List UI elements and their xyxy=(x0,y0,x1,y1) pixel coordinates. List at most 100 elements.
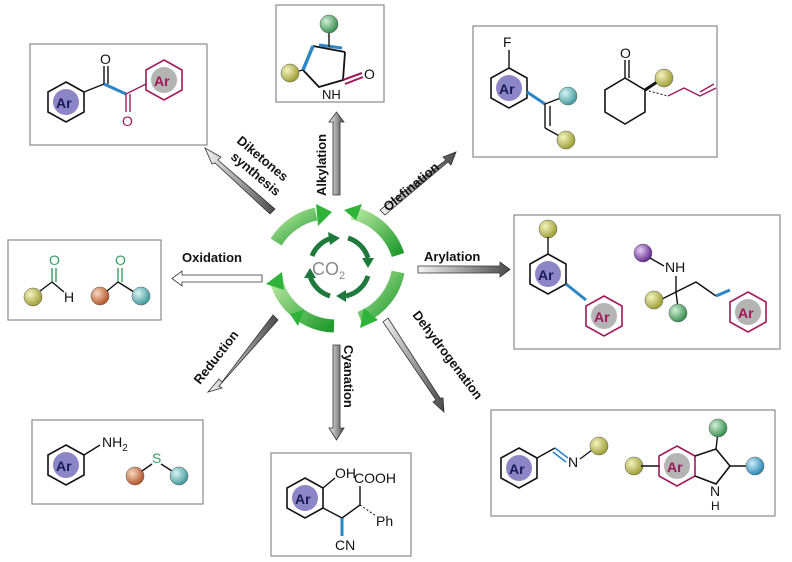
h-bond xyxy=(51,281,65,293)
box-frame xyxy=(513,214,781,350)
blue-bond-2 xyxy=(715,288,731,298)
ar-label-lower: Ar xyxy=(594,309,610,325)
substituent-olive xyxy=(538,219,558,239)
substituent-olive xyxy=(280,63,300,83)
label-oxidation: Oxidation xyxy=(182,250,242,265)
allyl-double xyxy=(699,83,715,93)
atom-oxygen-1: O xyxy=(100,51,111,67)
substituent-teal xyxy=(131,286,151,306)
ar-disc-imine xyxy=(506,455,532,481)
label-arylation: Arylation xyxy=(424,249,480,264)
outer-arc-sw-head xyxy=(266,272,284,290)
arrow-oxidation xyxy=(171,270,263,287)
label-reduction: Reduction xyxy=(191,327,242,386)
atom-oxygen-2: O xyxy=(122,113,133,129)
bond-2 xyxy=(125,83,147,95)
ar-disc xyxy=(53,452,79,478)
box-diketones: Ar O O Ar xyxy=(29,43,208,146)
ph-hashed xyxy=(359,504,377,517)
ar-label-imine: Ar xyxy=(509,461,525,477)
ar-label-right: Ar xyxy=(154,73,170,89)
box-frame xyxy=(7,239,162,321)
ar-label-indole: Ar xyxy=(667,459,683,475)
inner-arc-4-head xyxy=(304,268,316,278)
label-dehydrogenation: Dehydrogenation xyxy=(410,308,486,402)
co2-label: CO2 xyxy=(312,259,345,282)
outer-arc-se-head xyxy=(360,308,378,328)
ar-label-right: Ar xyxy=(738,305,754,321)
box-reduction: Ar NH2 S xyxy=(31,419,204,505)
atom-oxygen-2: O xyxy=(115,252,126,268)
teal-bond xyxy=(117,281,135,293)
blue-bond xyxy=(565,282,587,302)
outer-arc-ne xyxy=(350,206,405,258)
outer-arc-ne-head xyxy=(344,204,362,220)
cn-double-2 xyxy=(552,451,567,463)
arrow-dehydrogenation xyxy=(382,317,445,413)
substituent-olive xyxy=(556,130,576,150)
atom-oxygen: O xyxy=(620,45,631,61)
ar-disc-right xyxy=(735,299,761,325)
ar-disc-upper xyxy=(535,261,561,287)
inner-arc-1 xyxy=(309,235,333,258)
ar-disc-left xyxy=(53,89,79,115)
arrow-arylation xyxy=(417,261,511,278)
atom-oxygen: O xyxy=(364,66,375,82)
hexagon-right xyxy=(729,291,767,333)
atom-nh2: NH2 xyxy=(102,434,128,454)
ch-bond xyxy=(536,447,556,459)
atom-cn: CN xyxy=(335,537,355,553)
arrow-alkylation xyxy=(328,111,345,196)
label-alkylation: Alkylation xyxy=(314,134,329,196)
ch-bond xyxy=(322,507,343,519)
inner-arc-3 xyxy=(345,275,371,299)
substituent-olive-2 xyxy=(644,290,664,310)
ar-disc xyxy=(292,485,318,511)
substituent-cyan xyxy=(745,456,765,476)
ar-disc-lower xyxy=(591,303,617,329)
outer-arc-nw xyxy=(270,207,318,246)
ar-label-left: Ar xyxy=(56,95,72,111)
atom-nh: NH xyxy=(665,259,685,275)
substituent-orange xyxy=(125,466,145,486)
inner-arc-1-head xyxy=(328,232,340,245)
cn-double-1 xyxy=(554,447,569,459)
co-bond-2 xyxy=(344,76,364,85)
box-cyanation: Ar OH CN COOH Ph xyxy=(270,452,412,557)
aldehyde-bond xyxy=(39,281,53,292)
substituent-teal xyxy=(558,86,578,106)
atom-indole-n: N xyxy=(710,483,720,499)
atom-cooh: COOH xyxy=(354,470,396,486)
inner-arc-3-head xyxy=(336,290,346,302)
allyl-chain xyxy=(667,87,717,97)
blue-bond xyxy=(103,82,127,96)
ketone-bond xyxy=(106,281,119,292)
arrow-reduction xyxy=(206,314,279,393)
label-cyanation: Cyanation xyxy=(341,345,356,408)
substituent-olive xyxy=(23,287,43,307)
substituent-green xyxy=(668,303,688,323)
substituent-orange xyxy=(90,286,110,306)
ar-label: Ar xyxy=(499,81,515,97)
atom-oh: OH xyxy=(335,465,356,481)
n-bond xyxy=(83,444,101,456)
inner-arc-4 xyxy=(307,275,331,299)
substituent-green xyxy=(319,14,339,34)
ar-label-upper: Ar xyxy=(538,267,554,283)
hexagon-lower xyxy=(585,295,623,337)
ring-top-bond xyxy=(312,45,346,53)
ar-disc-right xyxy=(151,67,177,93)
c-c-bond xyxy=(341,504,361,519)
inner-arc-2 xyxy=(347,235,371,259)
hexagon xyxy=(490,67,528,109)
atom-nitrogen: N xyxy=(568,454,578,470)
blue-bond-2 xyxy=(318,43,343,50)
ar-label: Ar xyxy=(56,458,72,474)
s-bond-1 xyxy=(141,463,153,472)
oh-bond xyxy=(322,477,336,489)
reaction-arrows xyxy=(171,111,511,441)
outer-arc-sw xyxy=(269,278,335,333)
substituent-green xyxy=(708,418,728,438)
chain xyxy=(675,281,717,297)
